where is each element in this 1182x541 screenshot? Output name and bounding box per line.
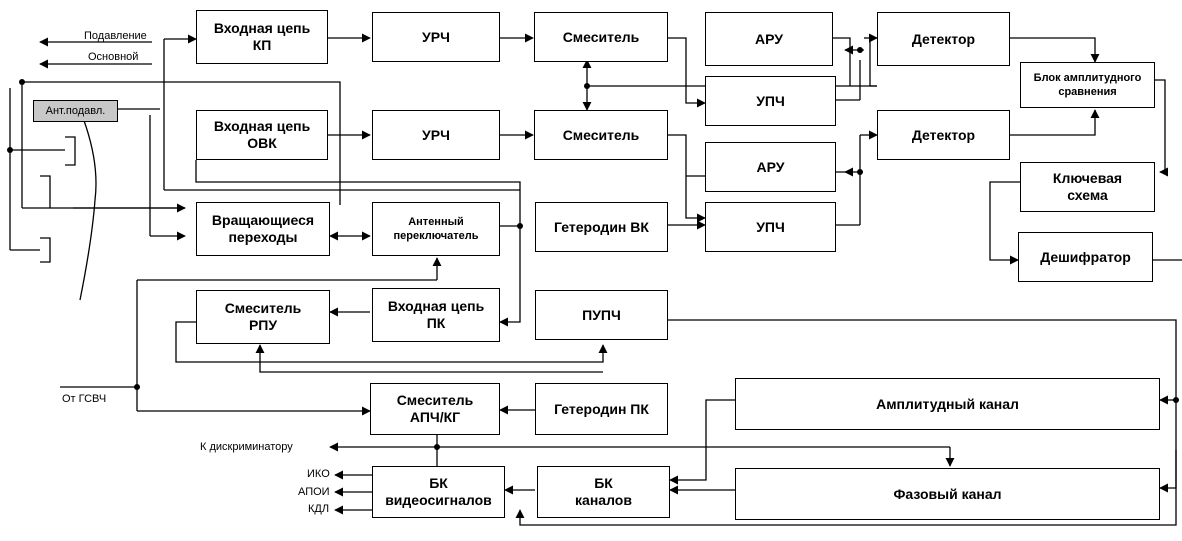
input-circuit-ovk-block: Входная цепь ОВК bbox=[196, 110, 328, 160]
key-circuit-block: Ключевая схема bbox=[1020, 162, 1155, 212]
preamplifier-if-block: ПУПЧ bbox=[535, 290, 668, 340]
input-circuit-pk-block: Входная цепь ПК bbox=[372, 288, 500, 342]
bk-video-block: БК видеосигналов bbox=[372, 466, 505, 518]
rf-amplifier-1-block: УРЧ bbox=[372, 12, 500, 62]
label-apoi: АПОИ bbox=[298, 486, 330, 498]
antenna-switch-block: Антенный переключатель bbox=[372, 202, 500, 256]
antenna-arc bbox=[79, 109, 97, 301]
detector-2-block: Детектор bbox=[877, 110, 1010, 160]
mixer-afc-block: Смеситель АПЧ/КГ bbox=[370, 383, 500, 435]
agc-1-block: АРУ bbox=[705, 12, 833, 66]
mixer-1-block: Смеситель bbox=[534, 12, 668, 62]
agc-2-block: АРУ bbox=[705, 142, 836, 192]
line-main-feed bbox=[22, 81, 341, 205]
rotary-joints-block: Вращающиеся переходы bbox=[196, 202, 330, 256]
label-k-diskriminatoru: К дискриминатору bbox=[200, 441, 293, 453]
mixer-rpu-block: Смеситель РПУ bbox=[196, 290, 330, 344]
label-kdl: КДЛ bbox=[308, 503, 330, 515]
detector-1-block: Детектор bbox=[877, 12, 1010, 66]
input-circuit-kp-block: Входная цепь КП bbox=[196, 10, 328, 64]
label-osnovnoy: Основной bbox=[88, 51, 139, 63]
suppression-antenna-block: Ант.подавл. bbox=[33, 100, 118, 122]
bk-channels-block: БК каналов bbox=[537, 466, 670, 518]
mixer-2-block: Смеситель bbox=[534, 110, 668, 160]
rf-amplifier-2-block: УРЧ bbox=[372, 110, 500, 160]
if-amplifier-2-block: УПЧ bbox=[705, 202, 836, 252]
amplitude-comparison-block: Блок амплитудного сравнения bbox=[1020, 62, 1155, 108]
decoder-block: Дешифратор bbox=[1018, 232, 1153, 282]
label-ot-gsvch: От ГСВЧ bbox=[62, 393, 107, 405]
heterodyne-vk-block: Гетеродин ВК bbox=[535, 202, 668, 252]
if-amplifier-1-block: УПЧ bbox=[705, 76, 836, 126]
phase-channel-block: Фазовый канал bbox=[735, 468, 1160, 520]
amplitude-channel-block: Амплитудный канал bbox=[735, 378, 1160, 430]
heterodyne-pk-block: Гетеродин ПК bbox=[535, 383, 668, 435]
label-iko: ИКО bbox=[307, 468, 330, 480]
label-podavlenie: Подавление bbox=[84, 30, 147, 42]
